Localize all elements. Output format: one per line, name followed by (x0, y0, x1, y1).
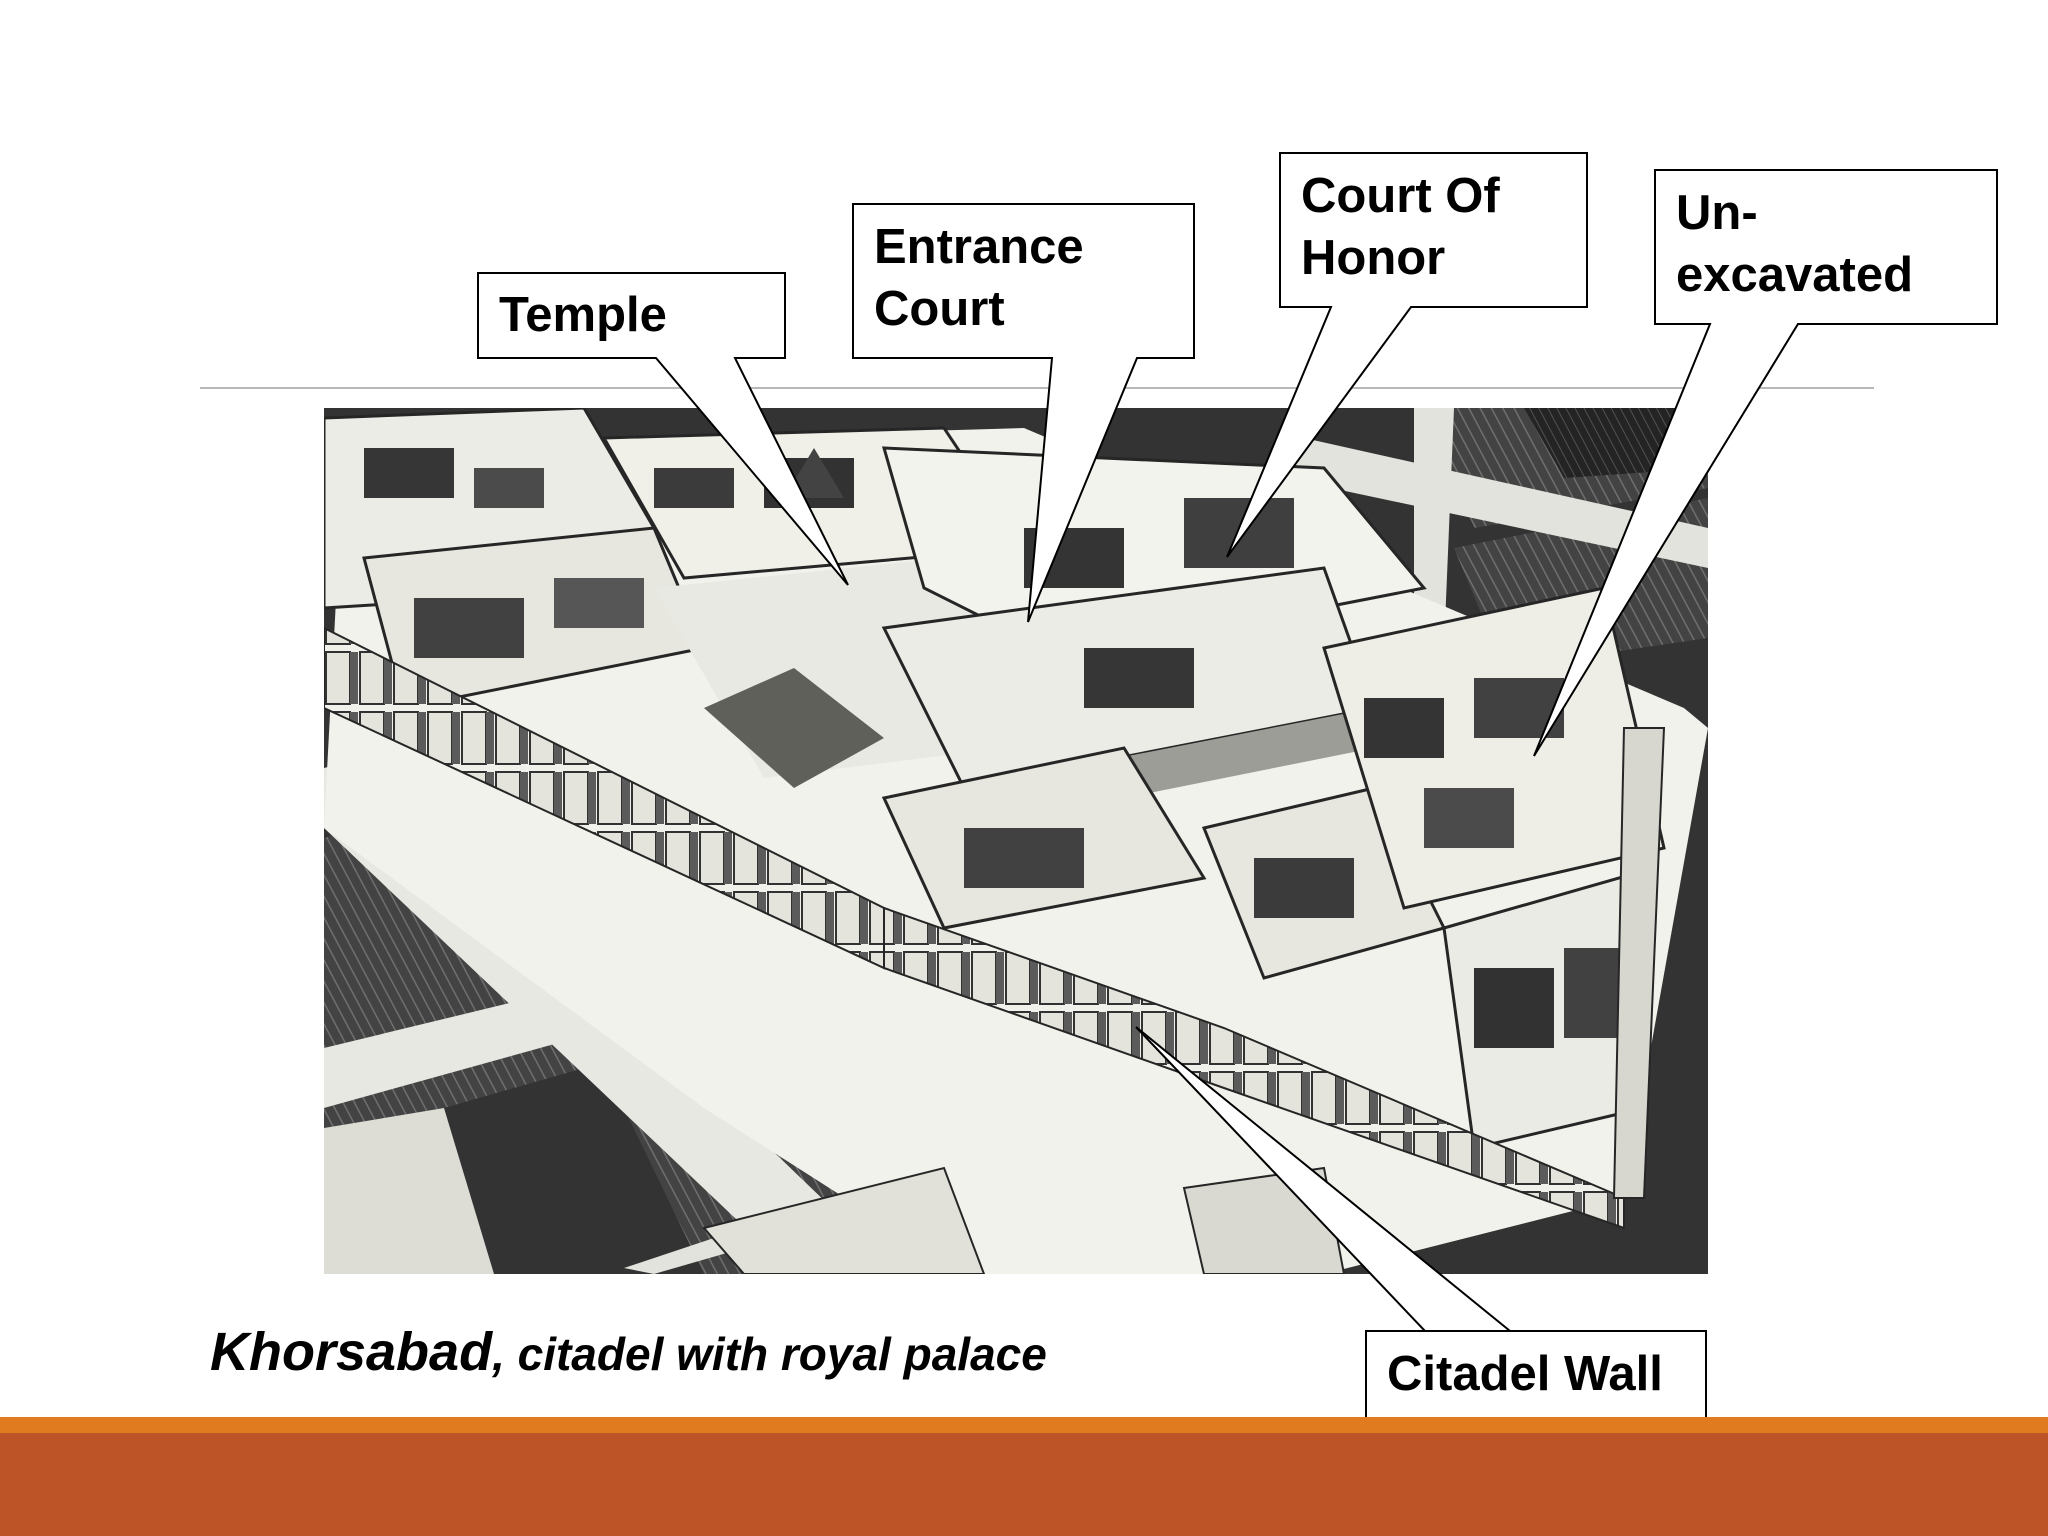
callout-citadel-wall-shape (1135, 1026, 1707, 1485)
callout-entrance-court-shape (852, 203, 1195, 623)
callout-court-of-honor-label: Court Of Honor (1301, 169, 1500, 285)
citadel-reconstruction-image (324, 408, 1708, 1274)
callout-temple-label: Temple (499, 288, 667, 342)
footer-accent-stripe (0, 1417, 2048, 1433)
callout-unexcavated-label: Un- excavated (1676, 186, 1914, 302)
callout-temple-shape (477, 272, 849, 586)
footer-bar (0, 1433, 2048, 1536)
callout-citadel-wall-label: Citadel Wall (1387, 1347, 1663, 1401)
callout-court-of-honor-shape (1226, 152, 1588, 558)
callout-unexcavated-shape (1533, 169, 1998, 757)
callout-entrance-court-label: Entrance Court (874, 220, 1084, 336)
figure-caption: Khorsabad, citadel with royal palace (210, 1322, 1047, 1384)
caption-description: , citadel with royal palace (492, 1328, 1047, 1380)
title-divider (200, 387, 1874, 389)
caption-place: Khorsabad (210, 1322, 493, 1382)
